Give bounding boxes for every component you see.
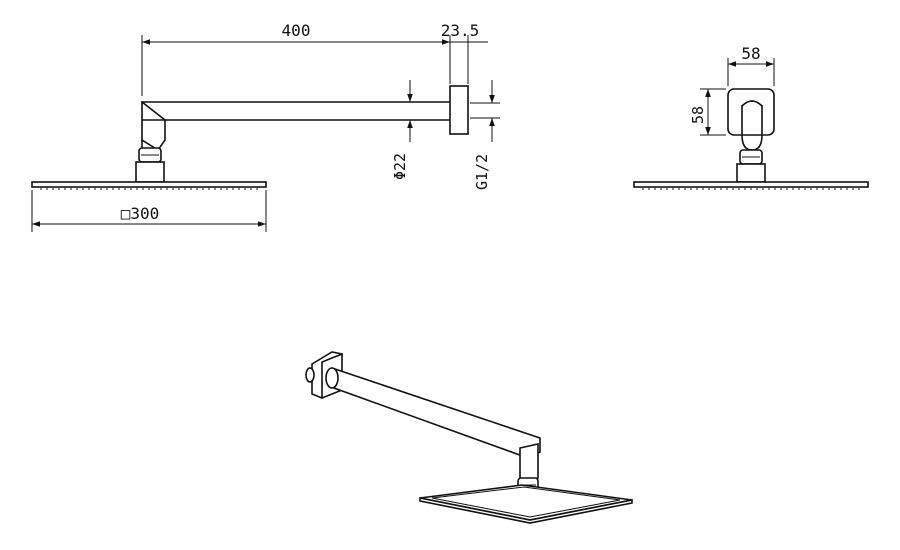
dim-arm-length: 400: [282, 21, 311, 40]
connector-nut: [135, 161, 165, 183]
shower-head-plate: [31, 181, 267, 188]
front-head-plate: [633, 181, 869, 188]
dim-thread: G1/2: [473, 154, 491, 190]
dim-pipe-diameter: Φ22: [391, 153, 409, 180]
dim-head-size: □300: [121, 204, 160, 223]
front-connector-nut: [736, 163, 766, 183]
isometric-view: [305, 351, 633, 524]
arm-pipe: [141, 101, 451, 121]
side-view: 400 23.5 Φ22 G1/2 □300: [31, 21, 500, 232]
iso-arm: [328, 367, 541, 459]
front-view: 58 58: [633, 44, 869, 190]
front-flange: [727, 88, 775, 136]
wall-flange: [449, 85, 469, 135]
dim-flange-width: 58: [741, 44, 760, 63]
iso-down-pipe: [519, 443, 539, 481]
iso-head-plate: [419, 484, 633, 521]
dim-flange-depth: 23.5: [441, 21, 480, 40]
arm-elbow: [140, 100, 167, 152]
dim-flange-height: 58: [689, 106, 707, 124]
